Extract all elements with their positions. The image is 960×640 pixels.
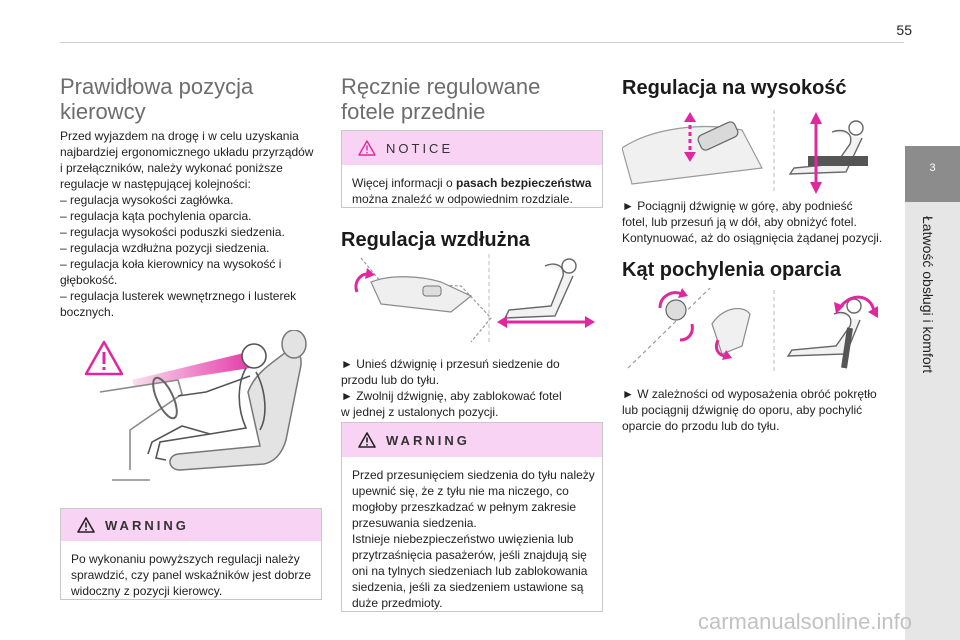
col2-title-line1: Ręcznie regulowane [341, 74, 541, 99]
intro-line: – regulacja wysokości zagłówka. [60, 193, 234, 207]
warning-line: przesuwania siedzenia. [352, 516, 477, 530]
warning-header: WARNING [342, 423, 602, 457]
warning-line: siedzenia, jeśli za siedzeniem ustawione… [352, 580, 584, 594]
warning-label: WARNING [105, 517, 189, 533]
notice-label: NOTICE [386, 140, 454, 156]
section-longitudinal-title: Regulacja wzdłużna [341, 229, 530, 251]
warning-line: upewnić się, że z tyłu nie ma niczego, c… [352, 484, 569, 498]
warning-line: widoczny z pozycji kierowcy. [71, 584, 223, 598]
chapter-title: Łatwość obsługi i komfort [920, 216, 936, 374]
instruction-line: ► Pociągnij dźwignię w górę, aby podnieś… [622, 199, 853, 213]
intro-line: – regulacja kąta pochylenia oparcia. [60, 209, 252, 223]
watermark: carmanualsonline.info [697, 609, 912, 634]
warning-line: przytrzaśnięcia pasażerów, jeśli znajduj… [352, 548, 587, 562]
notice-text-prefix: Więcej informacji o [352, 176, 457, 190]
col1-title-line2: kierowcy [60, 99, 146, 124]
col2-title: Ręcznie regulowane fotele przednie [341, 74, 540, 124]
height-adjustment-illustration [622, 108, 884, 194]
top-divider [60, 42, 904, 43]
warning-line: Po wykonaniu powyższych regulacji należy [71, 552, 300, 566]
notice-box: NOTICE Więcej informacji o pasach bezpie… [341, 130, 603, 208]
chapter-tab[interactable] [905, 146, 960, 202]
instruction-line: fotel, lub przesuń ją w dół, aby obniżyć… [622, 215, 857, 229]
col3-section1-text: ► Pociągnij dźwignię w górę, aby podnieś… [622, 198, 882, 246]
section-backrest-title: Kąt pochylenia oparcia [622, 259, 841, 281]
intro-line: – regulacja lusterek wewnętrznego i lust… [60, 289, 297, 303]
col2-title-line2: fotele przednie [341, 99, 486, 124]
warning-text: Przed przesunięciem siedzenia do tyłu na… [342, 457, 602, 621]
step-line: przodu lub do tyłu. [341, 373, 440, 387]
chapter-number: 3 [929, 162, 936, 174]
notice-text: Więcej informacji o pasach bezpieczeństw… [342, 165, 602, 217]
warning-line: sprawdzić, czy panel wskaźników jest dob… [71, 568, 312, 582]
warning-icon [358, 432, 376, 448]
col1-title-line1: Prawidłowa pozycja [60, 74, 254, 99]
intro-line: – regulacja koła kierownicy na wysokość … [60, 257, 282, 271]
intro-line: – regulacja wzdłużna pozycji siedzenia. [60, 241, 270, 255]
intro-line: regulacje w następującej kolejności: [60, 177, 251, 191]
intro-line: najbardziej ergonomicznego układu przyrz… [60, 145, 314, 159]
col1-warning-box: WARNING Po wykonaniu powyższych regulacj… [60, 508, 322, 600]
intro-line: Przed wyjazdem na drogę i w celu uzyskan… [60, 129, 299, 143]
chapter-strip [905, 202, 960, 640]
warning-line: oni na tylnych siedzeniach lub zablokowa… [352, 564, 588, 578]
notice-line2: można znaleźć w odpowiednim rozdziale. [352, 192, 573, 206]
notice-link-seatbelts: pasach bezpieczeństwa [456, 176, 592, 190]
section-height-title: Regulacja na wysokość [622, 77, 847, 99]
warning-icon [77, 517, 95, 533]
col1-intro: Przed wyjazdem na drogę i w celu uzyskan… [60, 128, 313, 320]
intro-line: i przełączników, należy wykonać poniższe [60, 161, 283, 175]
notice-icon [358, 140, 376, 156]
col3-section2-text: ► W zależności od wyposażenia obróć pokr… [622, 386, 877, 434]
step-line: ► Zwolnij dźwignię, aby zablokować fotel [341, 389, 562, 403]
col2-steps: ► Unieś dźwignię i przesuń siedzenie do … [341, 356, 562, 420]
col2-warning-box: WARNING Przed przesunięciem siedzenia do… [341, 422, 603, 612]
warning-line: duże przedmioty. [352, 596, 443, 610]
warning-line: Przed przesunięciem siedzenia do tyłu na… [352, 468, 595, 482]
step-line: ► Unieś dźwignię i przesuń siedzenie do [341, 357, 560, 371]
intro-line: – regulacja wysokości poduszki siedzenia… [60, 225, 285, 239]
intro-line: głębokość. [60, 273, 118, 287]
page-number: 55 [896, 22, 912, 38]
driver-position-illustration [60, 330, 322, 495]
instruction-line: oparcie do przodu lub do tyłu. [622, 419, 780, 433]
instruction-line: lub pociągnij dźwignię do oporu, aby poc… [622, 403, 863, 417]
step-line: w jednej z ustalonych pozycji. [341, 405, 499, 419]
warning-label: WARNING [386, 432, 470, 448]
col1-title: Prawidłowa pozycja kierowcy [60, 74, 253, 124]
notice-header: NOTICE [342, 131, 602, 165]
warning-line: Istnieje niebezpieczeństwo uwięzienia lu… [352, 532, 574, 546]
backrest-angle-illustration [622, 288, 884, 374]
warning-header: WARNING [61, 509, 321, 541]
warning-text: Po wykonaniu powyższych regulacji należy… [61, 541, 321, 609]
intro-line: bocznych. [60, 305, 115, 319]
instruction-line: Kontynuować, aż do osiągnięcia żądanej p… [622, 231, 883, 245]
instruction-line: ► W zależności od wyposażenia obróć pokr… [622, 387, 877, 401]
warning-triangle-icon [84, 340, 124, 376]
warning-line: mogłoby przeszkadzać w pełnym zakresie [352, 500, 577, 514]
longitudinal-adjustment-illustration [341, 252, 603, 344]
